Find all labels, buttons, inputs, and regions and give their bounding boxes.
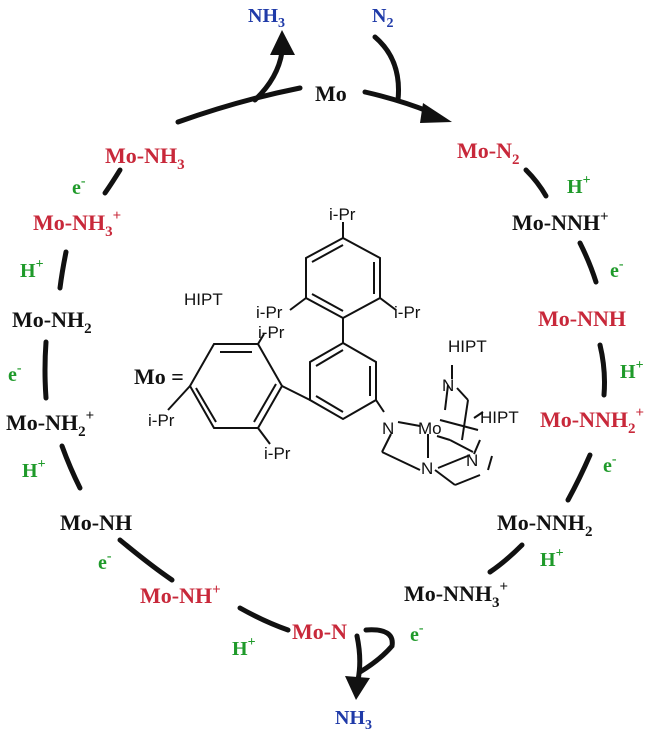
arrow-n2-in-curve <box>372 34 402 103</box>
seg-l6 <box>237 605 291 633</box>
hipt-legend-label: HIPT <box>184 290 223 309</box>
seg-l2 <box>57 249 69 291</box>
mo-nh2-label: Mo-NH2 <box>12 307 92 337</box>
seg-r5 <box>487 542 525 575</box>
cycle-segments <box>42 167 607 633</box>
mo-nh3-plus-label: Mo-NH3+ <box>33 208 121 240</box>
seg-l5 <box>117 537 175 583</box>
e-label-r2: e- <box>603 452 617 477</box>
e-label-l3: e- <box>98 549 112 574</box>
ipr-left-label: i-Pr <box>148 411 175 430</box>
mo-center-structure: Mo <box>418 419 442 438</box>
n-amide-top: N <box>442 376 454 395</box>
mo-nnh2-plus-label: Mo-NNH2+ <box>540 405 644 437</box>
chemical-structure: Mo = HIPT <box>134 205 519 486</box>
e-label-r1: e- <box>610 257 624 282</box>
seg-r1 <box>523 167 549 199</box>
h-label-l1: H+ <box>20 257 44 282</box>
hipt-top-label: HIPT <box>448 337 487 356</box>
mo-nnh3-plus-label: Mo-NNH3+ <box>404 579 508 611</box>
e-label-l1: e- <box>72 174 86 199</box>
central-aryl-ring <box>309 341 377 421</box>
e-label-l2: e- <box>8 361 22 386</box>
h-label-l2: H+ <box>22 457 46 482</box>
n2-top-label: N2 <box>372 5 393 31</box>
bottom-arrow-split <box>354 633 363 683</box>
seg-r4 <box>565 452 593 503</box>
seg-l1 <box>102 167 123 196</box>
mo-center-label: Mo <box>315 81 347 106</box>
structure-labels: i-Pr i-Pr i-Pr i-Pr i-Pr i-Pr N Mo N N N… <box>148 205 519 478</box>
mo-nh2-plus-label: Mo-NH2+ <box>6 408 94 440</box>
ipr-top-left-label: i-Pr <box>256 303 283 322</box>
h-label-r2: H+ <box>620 358 644 383</box>
mo-n2-arrowhead <box>420 103 452 123</box>
top-arrows <box>175 34 433 125</box>
e-label-r3: e- <box>410 621 424 646</box>
seg-l3 <box>42 339 49 401</box>
mo-nnh-plus-label: Mo-NNH+ <box>512 209 609 235</box>
top-labels: Mo NH3 N2 <box>248 5 393 106</box>
hipt-right-label: HIPT <box>480 408 519 427</box>
right-cycle-labels: Mo-N2 H+ Mo-NNH+ e- Mo-NNH H+ Mo-NNH2+ e… <box>404 138 644 646</box>
seg-l4 <box>59 443 83 491</box>
bottom-arrow-curve <box>357 627 395 675</box>
nh3-arrowhead-top <box>270 30 295 55</box>
ipr-left-bottom-label: i-Pr <box>264 444 291 463</box>
mo-nnh-label: Mo-NNH <box>538 306 626 331</box>
top-arrowheads <box>270 30 452 123</box>
n-amide-left: N <box>382 419 394 438</box>
ipr-left-top-label: i-Pr <box>258 323 285 342</box>
n-amine-bottom: N <box>421 459 433 478</box>
nh3-arrowhead-bottom <box>345 676 370 700</box>
n-amide-right: N <box>466 451 478 470</box>
h-label-r1: H+ <box>567 173 591 198</box>
top-aryl-ring <box>305 236 381 320</box>
h-label-r3: H+ <box>540 546 564 571</box>
mo-nh-label: Mo-NH <box>60 510 132 535</box>
nh3-bottom-label: NH3 <box>335 707 372 733</box>
mo-n2-label: Mo-N2 <box>457 138 519 168</box>
nh3-top-label: NH3 <box>248 5 285 31</box>
central-to-left-bond <box>281 385 311 401</box>
mo-nh-plus-label: Mo-NH+ <box>140 582 221 608</box>
ipr-top-label: i-Pr <box>329 205 356 224</box>
seg-r3 <box>597 342 607 398</box>
seg-r2 <box>577 240 599 285</box>
central-to-n-bond <box>375 399 385 413</box>
ipr-top-right-label: i-Pr <box>394 303 421 322</box>
bottom-arrow <box>345 627 395 700</box>
mo-nnh2-label: Mo-NNH2 <box>497 510 592 540</box>
arrow-to-mo-curve <box>175 85 303 125</box>
mo-equals-label: Mo = <box>134 364 184 389</box>
arrow-nh3-release-curve <box>252 49 285 103</box>
mo-nh3-label: Mo-NH3 <box>105 143 185 173</box>
structure-bonds <box>167 222 493 486</box>
h-label-l3: H+ <box>232 635 256 660</box>
mo-n-label: Mo-N <box>292 619 347 644</box>
left-cycle-labels: Mo-NH3 e- Mo-NH3+ H+ Mo-NH2 e- Mo-NH2+ H… <box>6 143 347 660</box>
left-aryl-ring <box>188 343 284 429</box>
